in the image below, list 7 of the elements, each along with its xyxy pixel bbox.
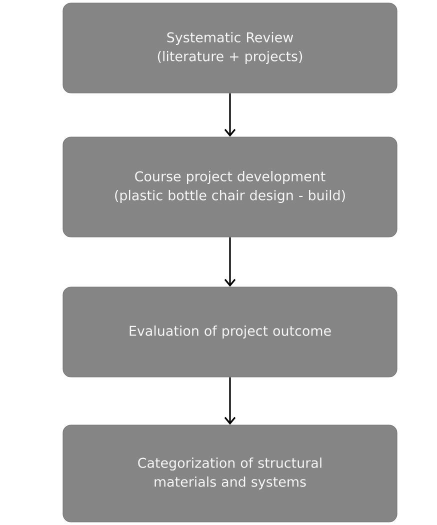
arrow [224,93,236,137]
process-box: Categorization of structural materials and systems [62,424,398,522]
arrow [224,237,236,287]
arrow [224,377,236,425]
process-box: Evaluation of project outcome [62,286,398,378]
process-box: Course project development (plastic bottle chair design - build) [62,136,398,238]
process-box: Systematic Review (literature + projects) [62,2,398,94]
